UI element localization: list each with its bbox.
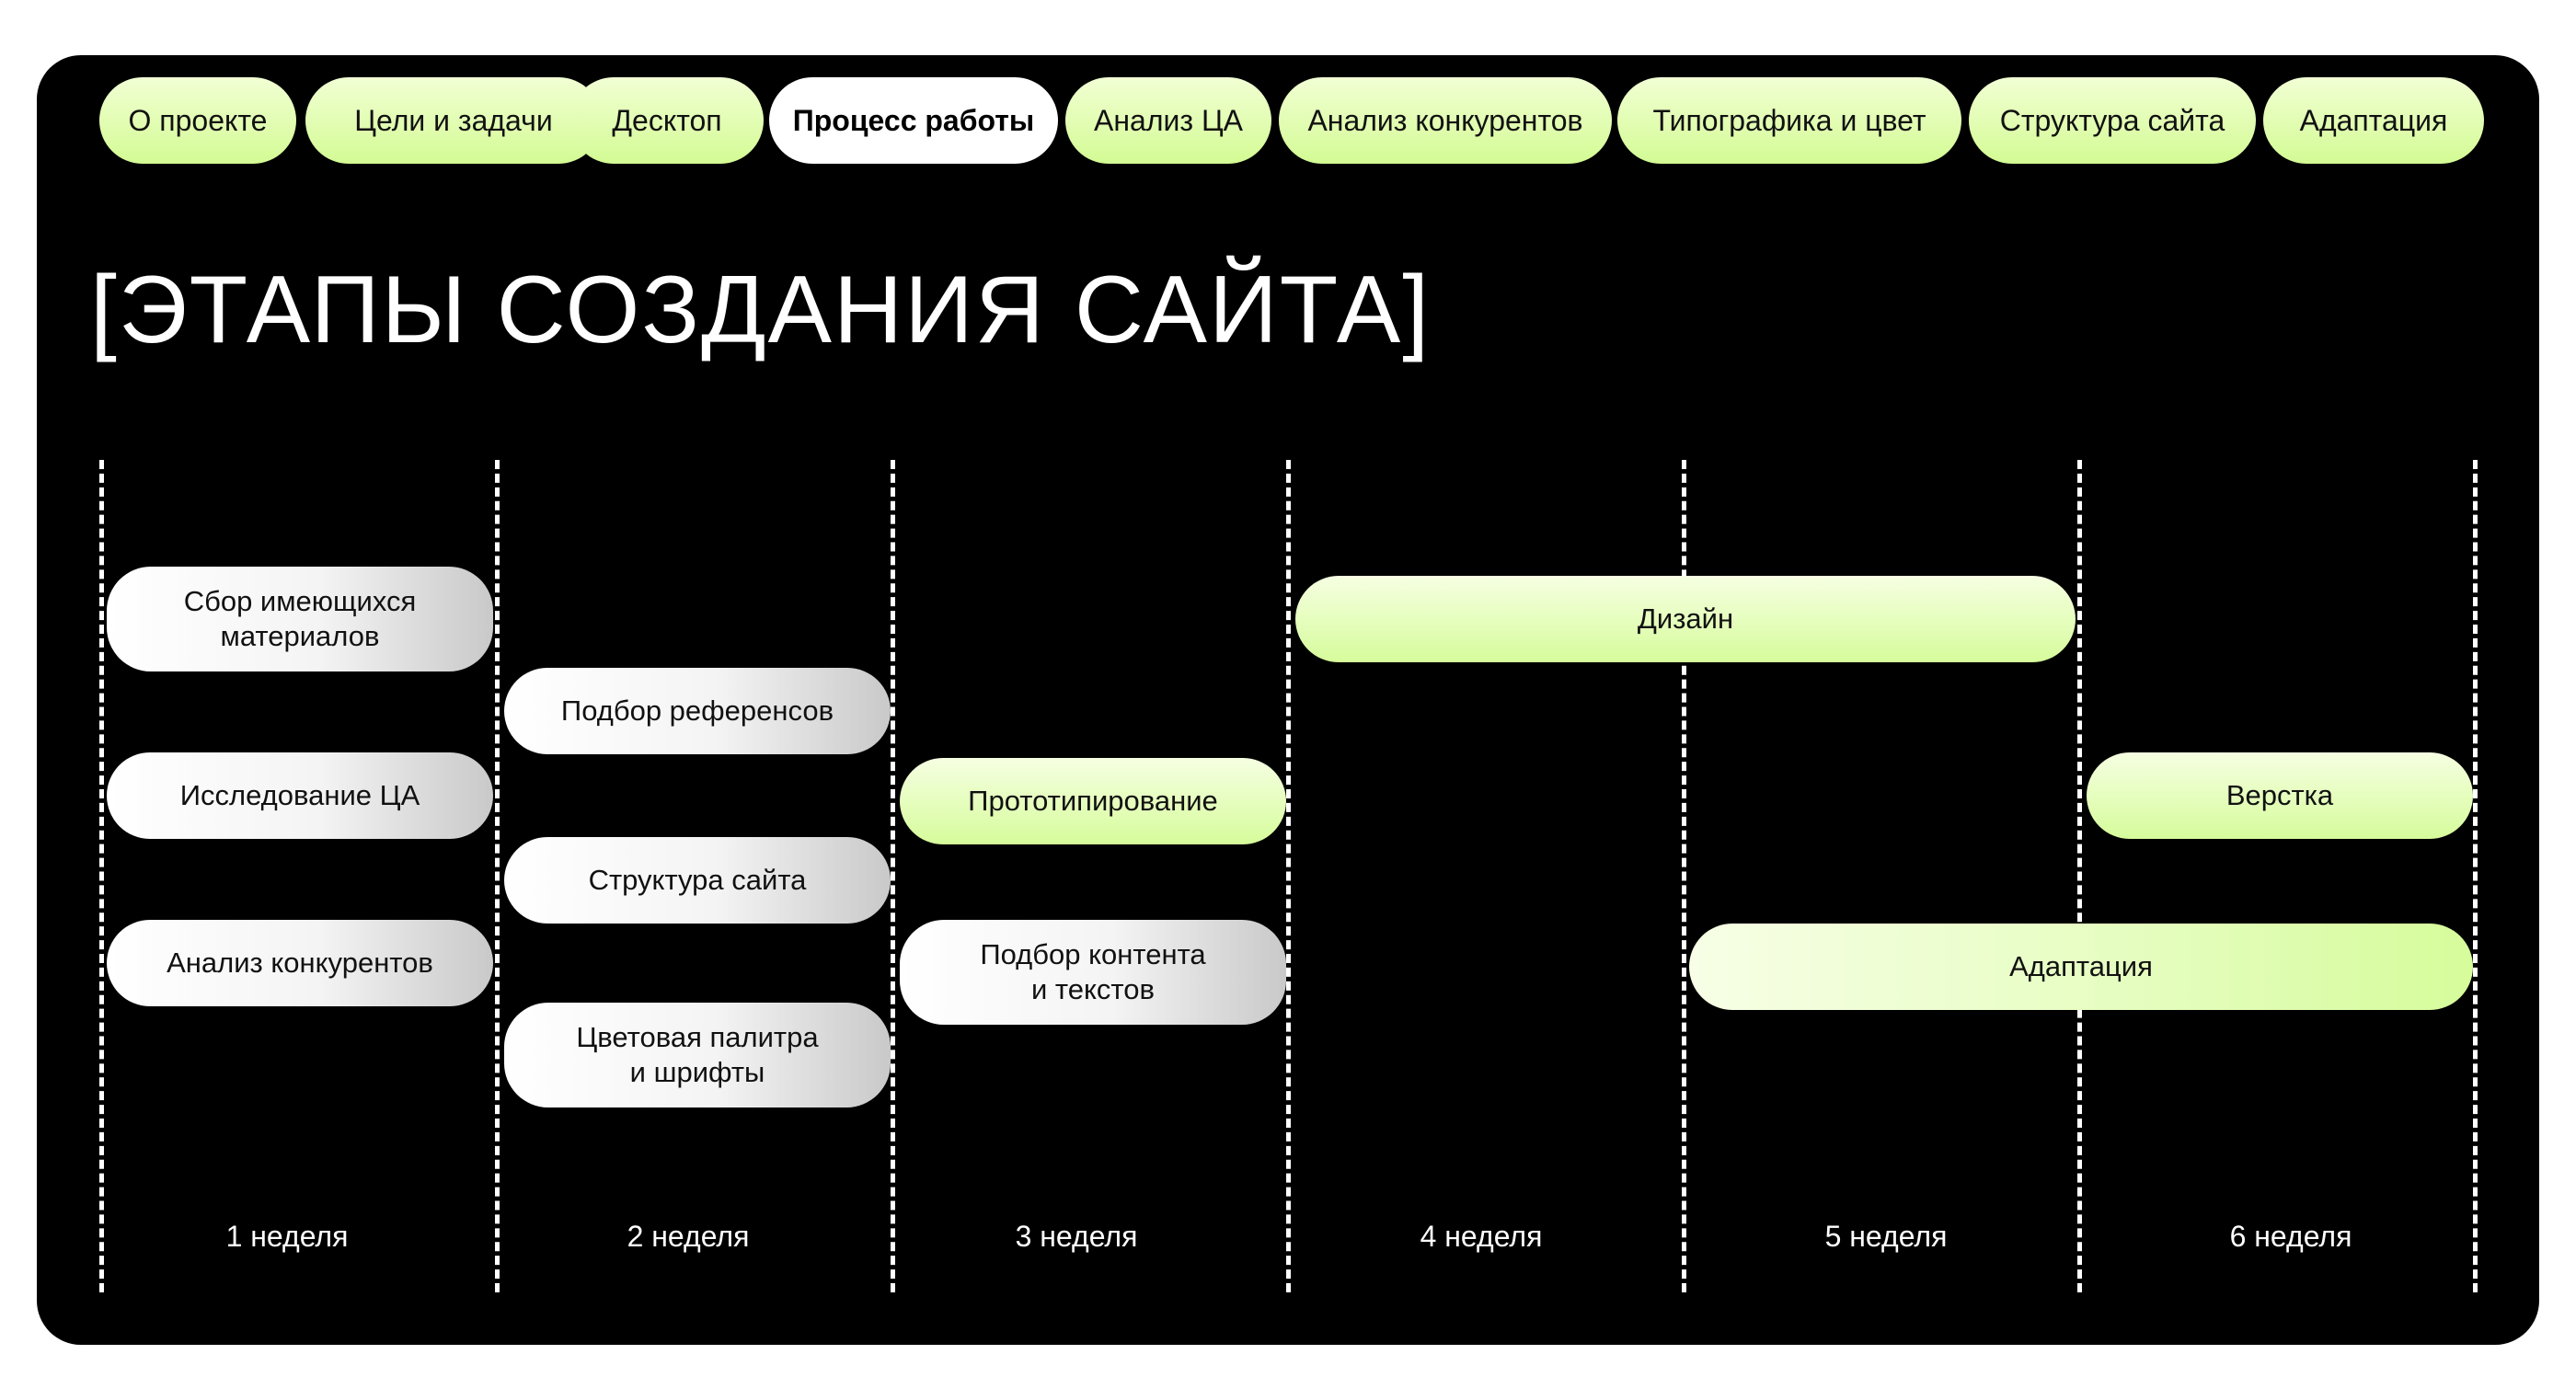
- tab-work-process[interactable]: Процесс работы: [769, 77, 1058, 164]
- page-title: [ЭТАПЫ СОЗДАНИЯ САЙТА]: [90, 257, 1432, 363]
- task-layout[interactable]: Верстка: [2087, 752, 2473, 839]
- tab-goals[interactable]: Цели и задачи: [305, 77, 602, 164]
- week-divider: [2077, 460, 2082, 1292]
- tab-typography-color[interactable]: Типографика и цвет: [1617, 77, 1961, 164]
- tab-about[interactable]: О проекте: [99, 77, 296, 164]
- week-divider: [891, 460, 895, 1292]
- week-label-4: 4 неделя: [1420, 1220, 1543, 1253]
- task-competitor-analysis[interactable]: Анализ конкурентов: [107, 920, 493, 1006]
- task-site-structure[interactable]: Структура сайта: [504, 837, 891, 924]
- week-label-2: 2 неделя: [627, 1220, 750, 1253]
- task-content-selection[interactable]: Подбор контента и текстов: [900, 920, 1286, 1025]
- task-gather-materials[interactable]: Сбор имеющихся материалов: [107, 567, 493, 671]
- task-prototyping[interactable]: Прототипирование: [900, 758, 1286, 844]
- week-divider: [99, 460, 104, 1292]
- tab-adaptation[interactable]: Адаптация: [2263, 77, 2484, 164]
- week-divider: [495, 460, 500, 1292]
- task-design[interactable]: Дизайн: [1295, 576, 2076, 662]
- tab-site-structure[interactable]: Структура сайта: [1969, 77, 2256, 164]
- week-divider: [1286, 460, 1291, 1292]
- tab-audience-analysis[interactable]: Анализ ЦА: [1065, 77, 1271, 164]
- week-label-5: 5 неделя: [1824, 1220, 1948, 1253]
- task-reference-selection[interactable]: Подбор референсов: [504, 668, 891, 754]
- week-label-1: 1 неделя: [225, 1220, 349, 1253]
- task-adaptation[interactable]: Адаптация: [1689, 924, 2473, 1010]
- week-divider: [2473, 460, 2478, 1292]
- task-color-palette-fonts[interactable]: Цветовая палитра и шрифты: [504, 1003, 891, 1107]
- task-audience-research[interactable]: Исследование ЦА: [107, 752, 493, 839]
- tab-bar: О проекте Цели и задачи Десктоп Процесс …: [37, 55, 2539, 239]
- week-label-3: 3 неделя: [1015, 1220, 1138, 1253]
- tab-desktop[interactable]: Десктоп: [570, 77, 764, 164]
- week-divider: [1682, 460, 1686, 1292]
- tab-competitor-analysis[interactable]: Анализ конкурентов: [1279, 77, 1612, 164]
- process-panel: О проекте Цели и задачи Десктоп Процесс …: [37, 55, 2539, 1345]
- week-label-6: 6 неделя: [2229, 1220, 2352, 1253]
